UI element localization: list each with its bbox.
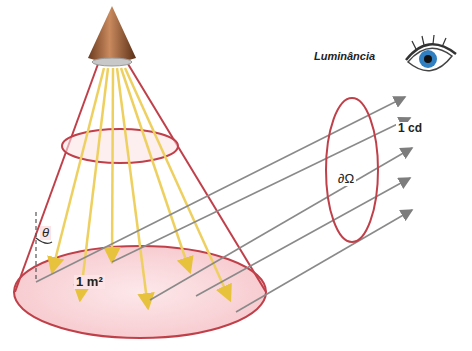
angle-label: θ (40, 226, 51, 240)
quantity-label: Luminância (312, 50, 377, 62)
solid-angle-label: ∂Ω (336, 172, 356, 186)
intensity-label: 1 cd (396, 122, 424, 135)
area-label: 1 m² (74, 275, 105, 289)
